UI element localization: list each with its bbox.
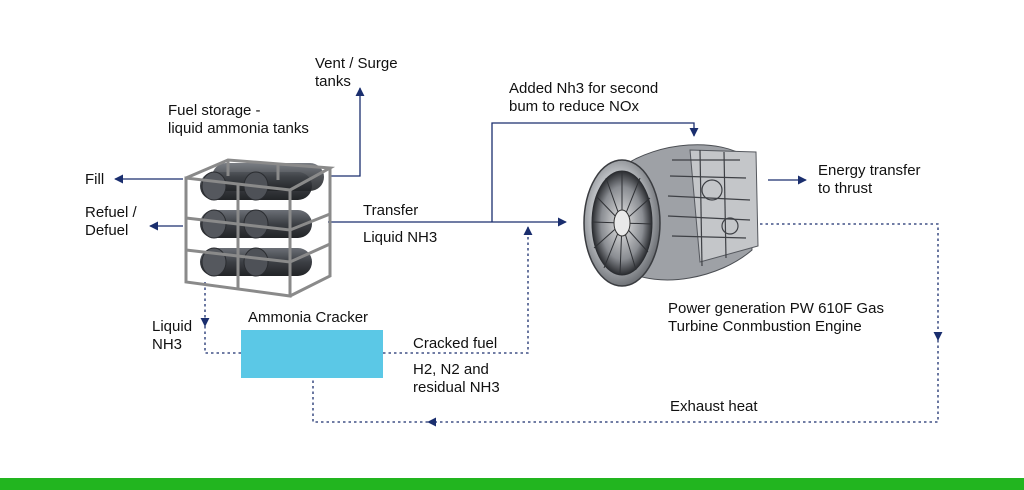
cracked-fuel-arrow bbox=[383, 226, 533, 354]
liquid-nh3-to-cracker bbox=[204, 326, 241, 354]
bottom-accent-bar bbox=[0, 478, 1024, 490]
vent-arrow bbox=[330, 87, 365, 177]
liquid-nh3-main-label: Liquid NH3 bbox=[363, 229, 438, 246]
exhaust-heat-down bbox=[760, 223, 943, 341]
tank-frame bbox=[184, 158, 336, 298]
ammonia-tank-rack-icon bbox=[184, 158, 336, 298]
tank-bodies bbox=[200, 163, 324, 277]
transfer-label: Transfer bbox=[363, 202, 419, 219]
solid-flows bbox=[114, 87, 807, 231]
fill-label: Fill bbox=[85, 171, 105, 188]
exhaust-heat-to-cracker bbox=[312, 378, 428, 423]
dotted-flows bbox=[200, 223, 943, 427]
ammonia-cracker-label: Ammonia Cracker bbox=[248, 309, 369, 326]
fuel-storage-label: Fuel storage -liquid ammonia tanks bbox=[168, 102, 309, 137]
turbine-engine-icon bbox=[583, 144, 759, 287]
ammonia-cracker-box bbox=[241, 330, 383, 378]
refuel-label: Refuel /Defuel bbox=[85, 204, 137, 239]
cracked-fuel-label: Cracked fuel bbox=[413, 335, 498, 352]
added-nh3-arrow bbox=[491, 122, 699, 222]
exhaust-heat-label: Exhaust heat bbox=[670, 398, 758, 415]
